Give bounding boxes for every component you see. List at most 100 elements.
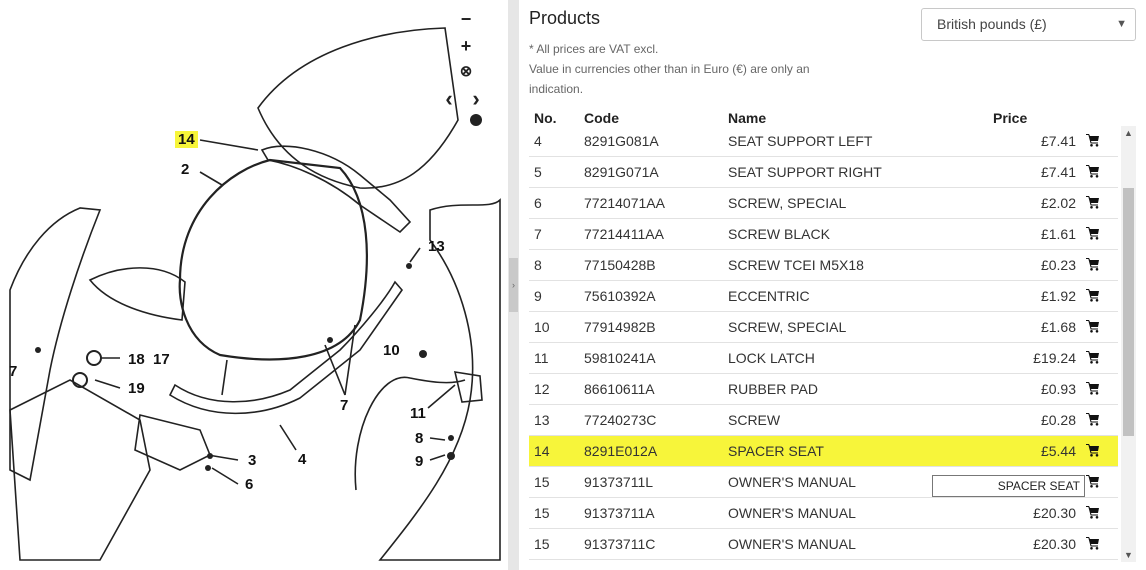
callout-9[interactable]: 9 <box>415 453 424 470</box>
callout-7-left[interactable]: 7 <box>9 363 18 380</box>
next-icon[interactable]: › <box>472 86 480 111</box>
cart-icon[interactable] <box>1086 288 1100 302</box>
tooltip: SPACER SEAT <box>932 475 1085 497</box>
part-price: £0.23 <box>1040 257 1076 273</box>
cart-icon[interactable] <box>1086 164 1100 178</box>
part-price: £1.68 <box>1040 319 1076 335</box>
part-code: 91373711A <box>584 505 655 521</box>
callout-18[interactable]: 18 <box>128 351 145 368</box>
row-number: 9 <box>534 288 542 304</box>
cart-icon[interactable] <box>1086 257 1100 271</box>
cart-icon[interactable] <box>1086 443 1100 457</box>
callout-14[interactable]: 14 <box>175 131 198 148</box>
currency-note: Value in currencies other than in Euro (… <box>529 62 810 76</box>
column-header-no[interactable]: No. <box>534 110 557 126</box>
callout-13[interactable]: 13 <box>428 238 445 255</box>
row-number: 12 <box>534 381 550 397</box>
splitter-handle-icon[interactable]: › <box>509 258 518 312</box>
row-number: 7 <box>534 226 542 242</box>
part-price: £0.28 <box>1040 412 1076 428</box>
table-row[interactable]: 15 91373711A OWNER'S MANUAL £20.30 <box>529 498 1118 529</box>
scrollbar-thumb[interactable] <box>1123 188 1134 436</box>
row-number: 13 <box>534 412 550 428</box>
part-name: RUBBER PAD <box>728 381 818 397</box>
currency-select[interactable]: British pounds (£) ▼ <box>921 8 1136 41</box>
callout-19[interactable]: 19 <box>128 380 145 397</box>
column-header-code[interactable]: Code <box>584 110 619 126</box>
pane-splitter[interactable]: › <box>508 0 519 570</box>
table-scrollbar[interactable]: ▲ ▼ <box>1121 126 1136 562</box>
callout-17[interactable]: 17 <box>153 351 170 368</box>
part-name: SEAT SUPPORT LEFT <box>728 133 873 149</box>
column-header-price[interactable]: Price <box>993 110 1028 126</box>
reset-zoom-icon[interactable]: ⊗ <box>459 63 473 80</box>
callout-3[interactable]: 3 <box>248 452 257 469</box>
products-panel: Products British pounds (£) ▼ * All pric… <box>519 0 1146 570</box>
zoom-in-icon[interactable]: + <box>460 36 472 56</box>
part-name: OWNER'S MANUAL <box>728 505 856 521</box>
scroll-up-icon[interactable]: ▲ <box>1124 128 1133 138</box>
part-price: £5.44 <box>1040 443 1076 459</box>
callout-8[interactable]: 8 <box>415 430 424 447</box>
callout-2[interactable]: 2 <box>181 161 190 178</box>
cart-icon[interactable] <box>1086 319 1100 333</box>
cart-icon[interactable] <box>1086 381 1100 395</box>
row-number: 6 <box>534 195 542 211</box>
vat-note: * All prices are VAT excl. <box>529 42 659 56</box>
part-name: SPACER SEAT <box>728 443 824 459</box>
part-code: 91373711L <box>584 474 654 490</box>
cart-icon[interactable] <box>1086 350 1100 364</box>
column-header-name[interactable]: Name <box>728 110 767 126</box>
cart-icon[interactable] <box>1086 133 1100 147</box>
row-number: 15 <box>534 505 550 521</box>
part-price: £19.24 <box>1033 350 1076 366</box>
part-name: SCREW, SPECIAL <box>728 195 847 211</box>
row-number: 15 <box>534 536 550 552</box>
part-price: £0.93 <box>1040 381 1076 397</box>
cart-icon[interactable] <box>1086 536 1100 550</box>
zoom-out-icon[interactable]: − <box>460 9 472 29</box>
scroll-down-icon[interactable]: ▼ <box>1124 550 1133 560</box>
row-number: 4 <box>534 133 542 149</box>
previous-icon[interactable]: ‹ <box>445 86 453 111</box>
part-price: £20.30 <box>1033 505 1076 521</box>
part-code: 77214411AA <box>584 226 664 242</box>
part-name: SCREW BLACK <box>728 226 830 242</box>
part-name: OWNER'S MANUAL <box>728 536 856 552</box>
callout-7-right[interactable]: 7 <box>340 397 349 414</box>
part-name: SCREW, SPECIAL <box>728 319 847 335</box>
currency-note-continued: indication. <box>529 82 584 96</box>
table-row[interactable]: 7 77214411AA SCREW BLACK £1.61 <box>529 219 1118 250</box>
part-code: 77150428B <box>584 257 656 273</box>
cart-icon[interactable] <box>1086 195 1100 209</box>
cart-icon[interactable] <box>1086 474 1100 488</box>
row-number: 8 <box>534 257 542 273</box>
part-code: 77214071AA <box>584 195 665 211</box>
chevron-down-icon: ▼ <box>1116 18 1127 30</box>
part-code: 77240273C <box>584 412 657 428</box>
part-code: 77914982B <box>584 319 656 335</box>
cart-icon[interactable] <box>1086 505 1100 519</box>
cart-icon[interactable] <box>1086 226 1100 240</box>
cart-icon[interactable] <box>1086 412 1100 426</box>
callout-11[interactable]: 11 <box>410 405 426 422</box>
callout-6[interactable]: 6 <box>245 476 254 493</box>
parts-diagram[interactable]: 14 2 13 7 18 17 19 10 7 11 8 9 3 4 6 − +… <box>0 0 508 570</box>
part-price: £1.61 <box>1040 226 1076 242</box>
callout-4[interactable]: 4 <box>298 451 307 468</box>
callout-10[interactable]: 10 <box>383 342 400 359</box>
part-code: 75610392A <box>584 288 656 304</box>
